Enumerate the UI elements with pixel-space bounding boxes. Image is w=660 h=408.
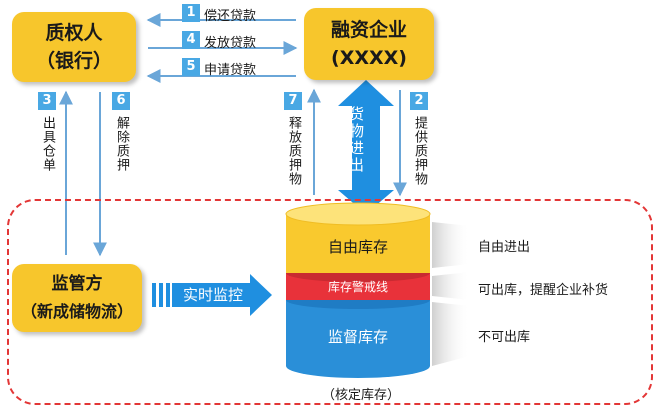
goods-io-label: 货物进出	[347, 106, 365, 174]
monitor-arrow	[172, 274, 272, 316]
storage-region-boundary	[7, 199, 653, 405]
monitor-stripe-3	[166, 283, 170, 307]
flow-label-1: 偿还贷款	[204, 9, 257, 24]
inventory-caption: （核定库存）	[321, 388, 400, 403]
flow-label-2: 提供质押物	[412, 116, 427, 186]
pointer-supervised	[432, 302, 470, 366]
supervisor-box: 监管方 （新成储物流）	[12, 264, 142, 332]
layer-warning-desc: 可出库，提醒企业补货	[478, 283, 609, 298]
borrower-name: 融资企业	[330, 19, 407, 41]
flow-label-4: 发放贷款	[204, 36, 257, 51]
layer-supervised	[286, 300, 430, 366]
flow-badge-5: 5	[182, 58, 200, 76]
realtime-monitor-label: 实时监控	[182, 286, 243, 304]
flow-badge-4: 4	[182, 31, 200, 49]
layer-supervised-label: 监督库存	[327, 328, 388, 346]
monitor-stripe-1	[152, 283, 156, 307]
layer-supervised-desc: 不可出库	[478, 330, 531, 345]
monitor-stripe-2	[159, 283, 163, 307]
supervisor-sub: （新成储物流）	[20, 302, 133, 321]
flow-badge-1: 1	[182, 4, 200, 22]
flow-badge-7: 7	[284, 92, 302, 110]
flow-label-7: 释放质押物	[286, 116, 301, 186]
layer-warning-label: 库存警戒线	[327, 280, 388, 294]
flow-badge-3: 3	[38, 92, 56, 110]
layer-free-desc: 自由进出	[478, 240, 531, 255]
borrower-sub: (XXXX)	[331, 47, 407, 69]
flow-badge-6: 6	[112, 92, 130, 110]
pointer-warning	[432, 272, 470, 300]
flow-label-3: 出具仓单	[40, 116, 55, 172]
inventory-cylinder	[285, 202, 431, 378]
pledgee-name: 质权人	[45, 22, 103, 44]
flow-label-5: 申请贷款	[204, 63, 257, 78]
supervisor-name: 监管方	[51, 274, 103, 294]
pledgee-sub: （银行）	[35, 50, 112, 72]
goods-io-arrow	[338, 80, 394, 214]
borrower-company-box: 融资企业 (XXXX)	[304, 8, 434, 80]
flow-label-6: 解除质押	[114, 116, 129, 172]
pledgee-bank-box: 质权人 （银行）	[12, 12, 136, 82]
layer-free-label: 自由库存	[327, 238, 388, 256]
flow-badge-2: 2	[410, 92, 428, 110]
pointer-free	[432, 222, 470, 268]
